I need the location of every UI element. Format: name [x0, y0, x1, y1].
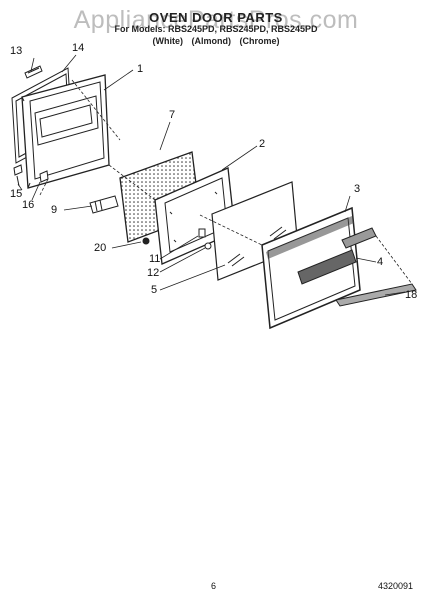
leader-lines	[17, 54, 406, 296]
part-15-bracket	[13, 164, 23, 187]
part-9-channel	[89, 195, 119, 214]
finish-list: (White) (Almond) (Chrome)	[152, 36, 280, 46]
part-18-trim-strip	[335, 283, 417, 307]
callout-3: 3	[354, 183, 361, 195]
callout-14: 14	[72, 42, 85, 54]
callout-13: 13	[10, 45, 23, 57]
part-13-vent	[24, 65, 43, 79]
diagram-title: OVEN DOOR PARTS	[149, 10, 283, 25]
callout-11: 11	[149, 253, 161, 265]
part-20-screw	[142, 237, 150, 245]
callout-12: 12	[147, 267, 160, 279]
callout-16: 16	[22, 199, 35, 211]
callout-4: 4	[377, 256, 384, 268]
callout-1: 1	[137, 63, 144, 75]
page-number: 6	[211, 581, 217, 591]
callout-9: 9	[51, 204, 58, 216]
assembly-lines	[39, 79, 413, 285]
callout-15: 15	[10, 188, 23, 200]
callout-2: 2	[259, 138, 266, 150]
callout-18: 18	[405, 289, 418, 301]
callout-20: 20	[94, 242, 107, 254]
callout-5: 5	[151, 284, 158, 296]
part-1-door-liner	[21, 74, 110, 189]
part-11-clip	[198, 228, 206, 238]
callout-7: 7	[169, 109, 176, 121]
watermark: AppliancePartsPros.com	[73, 6, 359, 34]
model-numbers: For Models: RBS245PD, RBS245PD, RBS245PD	[114, 24, 318, 34]
part-4-handle-trim	[297, 227, 377, 285]
part-12-screw	[204, 242, 212, 250]
document-number: 4320091	[378, 581, 414, 591]
